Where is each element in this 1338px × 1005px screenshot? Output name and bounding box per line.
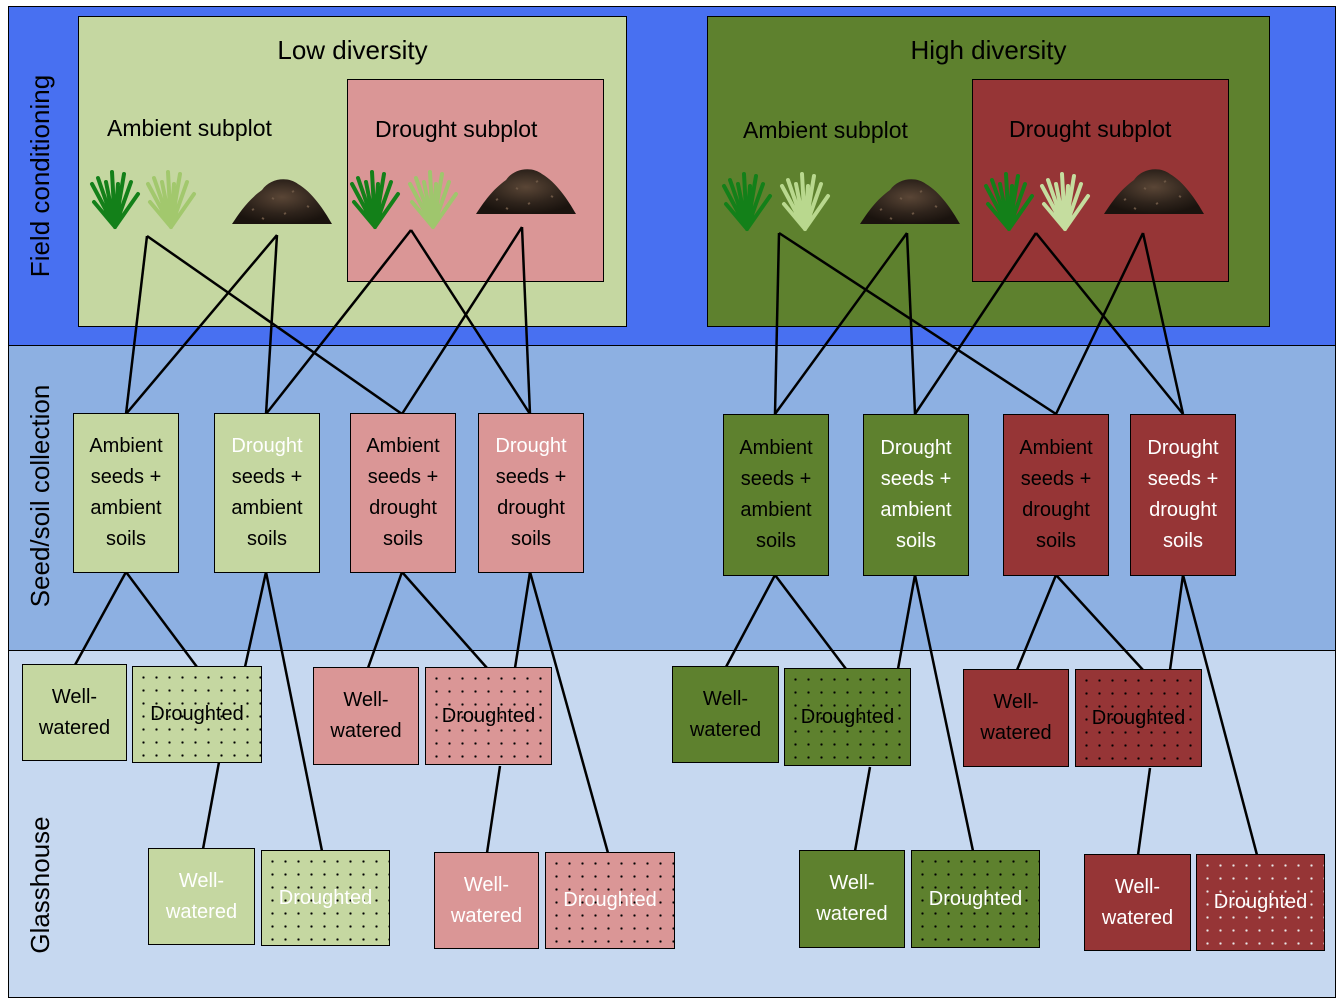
box-line: ambient bbox=[880, 499, 952, 521]
droughted-box: Droughted bbox=[911, 850, 1040, 948]
box-line: seeds + bbox=[1147, 468, 1219, 490]
box-line: Well- bbox=[1114, 875, 1161, 898]
box-line: seeds + bbox=[1020, 468, 1092, 490]
box-line: seeds + bbox=[740, 468, 812, 490]
box-line: Drought bbox=[880, 437, 952, 459]
box-line: seeds + bbox=[367, 466, 439, 488]
box-line: drought bbox=[369, 497, 437, 519]
box-line: Droughted bbox=[1091, 706, 1186, 729]
box-line: Well- bbox=[463, 873, 510, 896]
droughted-box: Droughted bbox=[1075, 669, 1202, 767]
box-line: Well- bbox=[829, 872, 875, 894]
box-line: seeds + bbox=[880, 468, 952, 490]
box-line: Ambient bbox=[739, 437, 813, 459]
high-drought-seeds-ambient-soils-box: Drought seeds + ambient soils bbox=[863, 414, 969, 576]
box-line: ambient bbox=[90, 497, 162, 519]
box-line: Well- bbox=[702, 687, 749, 710]
box-line: Well- bbox=[993, 691, 1039, 713]
box-line: Droughted bbox=[278, 886, 373, 909]
box-line: soils bbox=[510, 528, 551, 550]
well-watered-box: Well-watered bbox=[672, 666, 779, 763]
box-line: Well- bbox=[343, 689, 389, 711]
box-line: soils bbox=[246, 528, 287, 550]
box-line: soils bbox=[105, 528, 146, 550]
droughted-box: Droughted bbox=[545, 852, 675, 949]
well-watered-box: Well-watered bbox=[963, 669, 1069, 767]
box-line: soils bbox=[1162, 530, 1203, 552]
box-line: watered bbox=[816, 903, 888, 925]
high-drought-subplot-label: Drought subplot bbox=[1009, 116, 1172, 142]
box-line: Well- bbox=[178, 869, 225, 892]
droughted-box: Droughted bbox=[425, 667, 552, 765]
well-watered-box: Well-watered bbox=[434, 852, 539, 949]
box-line: Ambient bbox=[1019, 437, 1093, 459]
box-line: Ambient bbox=[89, 435, 163, 457]
box-line: drought bbox=[1022, 499, 1090, 521]
box-line: Droughted bbox=[563, 889, 657, 911]
droughted-box: Droughted bbox=[784, 668, 911, 766]
box-line: ambient bbox=[231, 497, 303, 519]
high-diversity-title: High diversity bbox=[910, 35, 1067, 65]
droughted-box: Droughted bbox=[1196, 854, 1325, 951]
high-ambient-seeds-drought-soils-box: Ambient seeds + drought soils bbox=[1003, 414, 1109, 576]
low-ambient-seeds-drought-soils-box: Ambient seeds + drought soils bbox=[350, 413, 456, 573]
box-line: Drought bbox=[231, 435, 303, 457]
box-line: Droughted bbox=[150, 703, 244, 725]
low-ambient-seeds-ambient-soils-box: Ambient seeds + ambient soils bbox=[73, 413, 179, 573]
high-ambient-subplot-label: Ambient subplot bbox=[743, 117, 908, 143]
droughted-box: Droughted bbox=[132, 666, 262, 763]
box-line: watered bbox=[330, 720, 402, 742]
high-drought-seeds-drought-soils-box: Drought seeds + drought soils bbox=[1130, 414, 1236, 576]
well-watered-box: Well-watered bbox=[313, 667, 419, 765]
low-ambient-subplot-label: Ambient subplot bbox=[107, 115, 272, 141]
low-diversity-title: Low diversity bbox=[277, 35, 428, 65]
low-drought-seeds-ambient-soils-box: Drought seeds + ambient soils bbox=[214, 413, 320, 573]
low-drought-subplot-label: Drought subplot bbox=[375, 116, 538, 142]
well-watered-box: Well-watered bbox=[1084, 854, 1191, 951]
well-watered-box: Well-watered bbox=[799, 850, 905, 948]
low-drought-subplot: Drought subplot bbox=[347, 79, 604, 282]
low-drought-seeds-drought-soils-box: Drought seeds + drought soils bbox=[478, 413, 584, 573]
box-line: Ambient bbox=[366, 435, 440, 457]
box-line: seeds + bbox=[90, 466, 162, 488]
box-line: drought bbox=[497, 497, 565, 519]
box-line: watered bbox=[38, 716, 111, 739]
box-line: Droughted bbox=[928, 887, 1023, 910]
box-line: Droughted bbox=[800, 705, 895, 728]
box-line: soils bbox=[1035, 530, 1076, 552]
droughted-box: Droughted bbox=[261, 850, 390, 946]
box-line: seeds + bbox=[495, 466, 567, 488]
box-line: watered bbox=[1101, 906, 1174, 929]
box-line: soils bbox=[382, 528, 423, 550]
box-line: soils bbox=[895, 530, 936, 552]
box-line: Droughted bbox=[441, 704, 536, 727]
well-watered-box: Well-watered bbox=[22, 664, 127, 761]
box-line: ambient bbox=[740, 499, 812, 521]
well-watered-box: Well-watered bbox=[148, 848, 255, 945]
high-ambient-seeds-ambient-soils-box: Ambient seeds + ambient soils bbox=[723, 414, 829, 576]
box-line: watered bbox=[980, 722, 1052, 744]
box-line: watered bbox=[689, 718, 762, 741]
box-line: seeds + bbox=[231, 466, 303, 488]
box-line: soils bbox=[755, 530, 796, 552]
box-line: watered bbox=[450, 904, 523, 927]
box-line: Drought bbox=[1147, 437, 1219, 459]
box-line: watered bbox=[165, 900, 238, 923]
box-line: Drought bbox=[495, 435, 567, 457]
high-drought-subplot: Drought subplot bbox=[972, 79, 1229, 282]
box-line: Droughted bbox=[1213, 891, 1308, 913]
box-line: Well- bbox=[51, 685, 98, 708]
box-line: drought bbox=[1149, 499, 1217, 521]
